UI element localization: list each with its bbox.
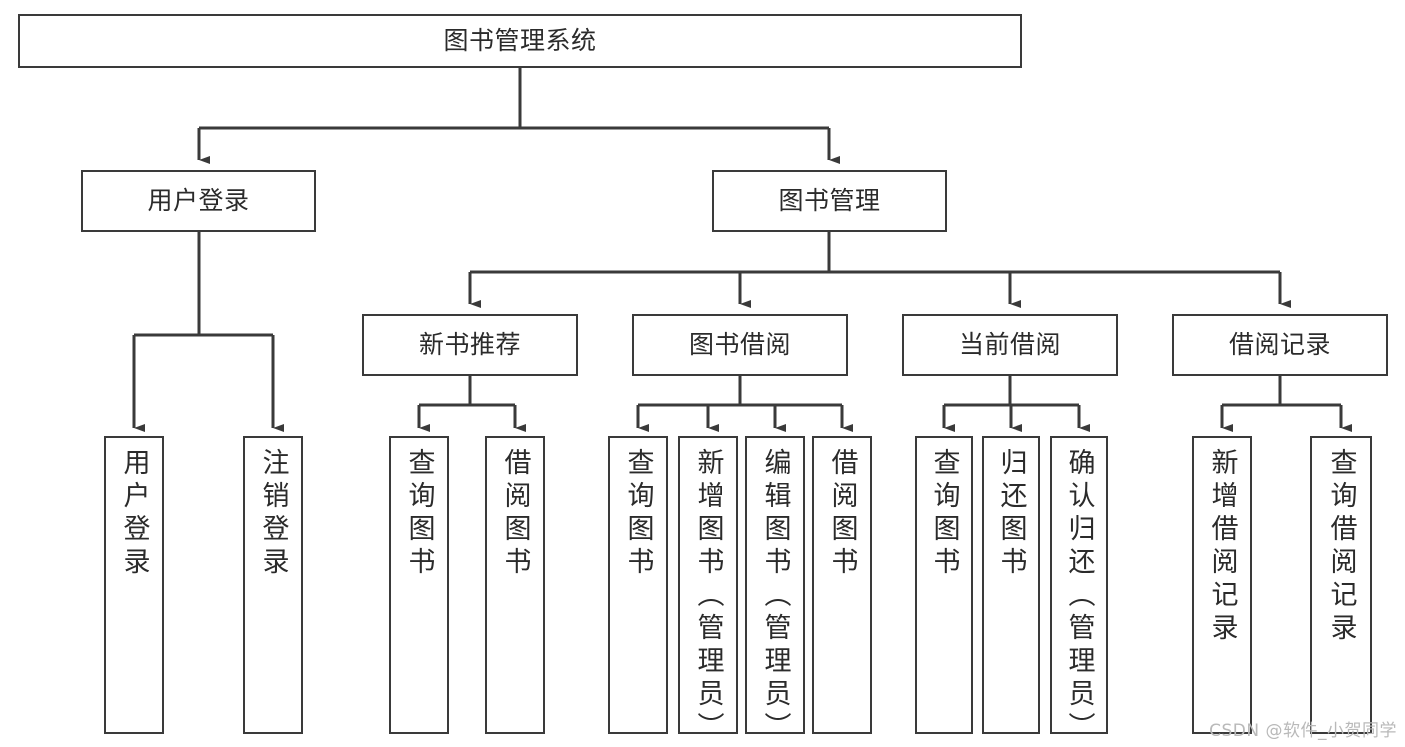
node-book-borrow[interactable]: 图书借阅 (632, 314, 848, 376)
node-root[interactable]: 图书管理系统 (18, 14, 1022, 68)
node-leaf-add-book[interactable]: 新增图书（管理员） (678, 436, 738, 745)
node-leaf-user-login[interactable]: 用户登录 (104, 436, 164, 734)
node-leaf-return-book-label: 归还图书 (995, 448, 1027, 580)
node-borrow-record-label: 借阅记录 (1228, 330, 1331, 360)
node-leaf-add-record-label: 新增借阅记录 (1206, 448, 1238, 646)
node-leaf-add-record[interactable]: 新增借阅记录 (1192, 436, 1252, 734)
node-leaf-query-book-2[interactable]: 查询图书 (608, 436, 668, 734)
node-leaf-borrow-book-1-label: 借阅图书 (499, 448, 531, 580)
node-leaf-return-book[interactable]: 归还图书 (982, 436, 1040, 734)
node-leaf-confirm-return-label: 确认归还（管理员） (1063, 448, 1095, 745)
node-leaf-query-book-1[interactable]: 查询图书 (389, 436, 449, 734)
node-leaf-user-login-label: 用户登录 (118, 448, 150, 580)
node-book-manage-label: 图书管理 (778, 186, 881, 216)
node-leaf-logout-login[interactable]: 注销登录 (243, 436, 303, 734)
node-leaf-borrow-book-1[interactable]: 借阅图书 (485, 436, 545, 734)
node-leaf-borrow-book-2-label: 借阅图书 (826, 448, 858, 580)
node-current-borrow-label: 当前借阅 (958, 330, 1061, 360)
node-leaf-query-book-3[interactable]: 查询图书 (915, 436, 973, 734)
node-leaf-query-book-1-label: 查询图书 (403, 448, 435, 580)
node-leaf-query-book-2-label: 查询图书 (622, 448, 654, 580)
node-root-label: 图书管理系统 (443, 26, 597, 56)
node-leaf-logout-login-label: 注销登录 (257, 448, 289, 580)
node-book-manage[interactable]: 图书管理 (712, 170, 947, 232)
node-user-login-label: 用户登录 (147, 186, 250, 216)
node-new-book-recommend-label: 新书推荐 (418, 330, 521, 360)
node-leaf-query-record[interactable]: 查询借阅记录 (1310, 436, 1372, 734)
node-leaf-query-record-label: 查询借阅记录 (1325, 448, 1357, 646)
node-book-borrow-label: 图书借阅 (688, 330, 791, 360)
node-borrow-record[interactable]: 借阅记录 (1172, 314, 1388, 376)
node-leaf-confirm-return[interactable]: 确认归还（管理员） (1050, 436, 1108, 745)
node-leaf-edit-book-label: 编辑图书（管理员） (759, 448, 791, 745)
node-leaf-query-book-3-label: 查询图书 (928, 448, 960, 580)
node-leaf-borrow-book-2[interactable]: 借阅图书 (812, 436, 872, 734)
node-current-borrow[interactable]: 当前借阅 (902, 314, 1118, 376)
node-user-login[interactable]: 用户登录 (81, 170, 316, 232)
node-leaf-add-book-label: 新增图书（管理员） (692, 448, 724, 745)
node-new-book-recommend[interactable]: 新书推荐 (362, 314, 578, 376)
node-leaf-edit-book[interactable]: 编辑图书（管理员） (745, 436, 805, 745)
